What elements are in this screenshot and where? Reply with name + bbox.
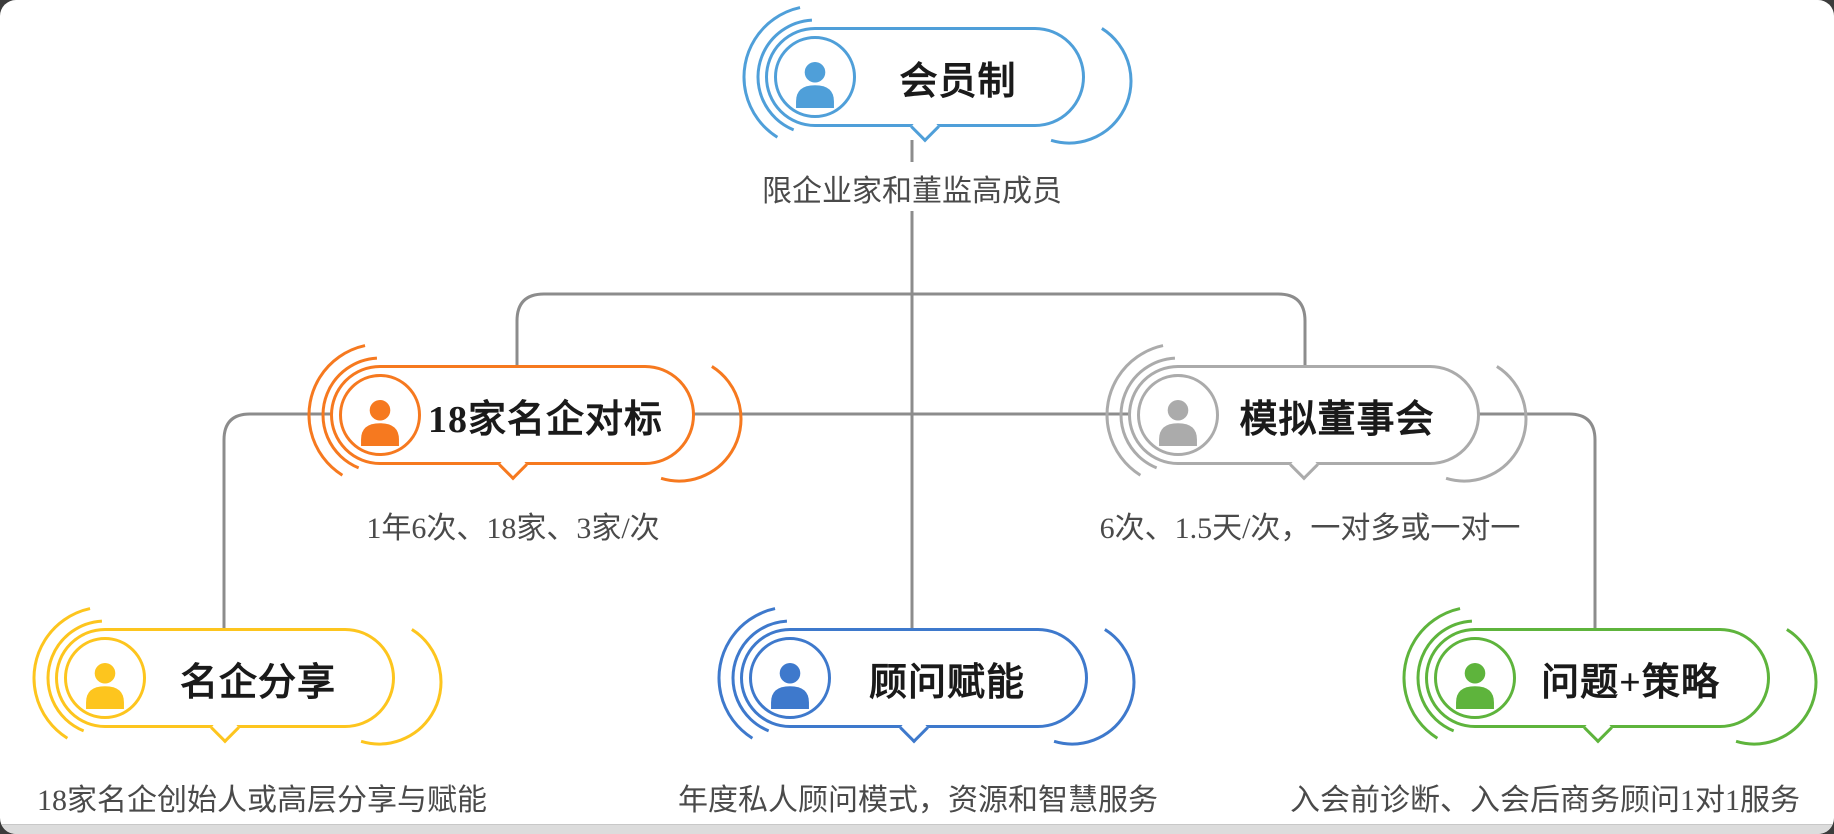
node-pill[interactable]: 问题+策略 bbox=[1425, 628, 1770, 728]
node-subtitle-benchmark: 1年6次、18家、3家/次 bbox=[366, 512, 660, 545]
diagram-node-advisor-empower[interactable]: 顾问赋能 bbox=[717, 605, 1136, 751]
person-icon-circle bbox=[339, 374, 421, 456]
person-icon-circle bbox=[774, 36, 856, 118]
node-subtitle-mock-board: 6次、1.5天/次，一对多或一对一 bbox=[1099, 512, 1521, 545]
node-pill[interactable]: 18家名企对标 bbox=[330, 365, 695, 465]
person-icon bbox=[361, 399, 399, 446]
connector-middle-rail bbox=[222, 412, 1597, 630]
node-title: 会员制 bbox=[899, 60, 1017, 103]
person-icon-circle bbox=[749, 637, 831, 719]
connector-branch-to-middle bbox=[515, 292, 1307, 367]
person-icon bbox=[1456, 662, 1494, 709]
node-title: 名企分享 bbox=[179, 661, 336, 704]
node-subtitle-advisor-empower: 年度私人顾问模式，资源和智慧服务 bbox=[678, 784, 1158, 817]
window-bottom-edge bbox=[0, 824, 1834, 834]
node-title: 顾问赋能 bbox=[868, 661, 1025, 704]
node-title: 18家名企对标 bbox=[427, 398, 663, 441]
node-subtitle-problem-strategy: 入会前诊断、入会后商务顾问1对1服务 bbox=[1290, 784, 1800, 817]
person-icon-circle bbox=[64, 637, 146, 719]
node-title: 模拟董事会 bbox=[1239, 398, 1435, 441]
person-icon bbox=[771, 662, 809, 709]
node-subtitle-famous-share: 18家名企创始人或高层分享与赋能 bbox=[37, 784, 487, 817]
node-subtitle-membership: 限企业家和董监高成员 bbox=[762, 175, 1062, 208]
diagram-node-problem-strategy[interactable]: 问题+策略 bbox=[1402, 605, 1818, 751]
person-icon bbox=[1159, 399, 1197, 446]
diagram-node-benchmark[interactable]: 18家名企对标 bbox=[307, 342, 743, 488]
node-pill[interactable]: 会员制 bbox=[765, 27, 1085, 127]
node-pill[interactable]: 名企分享 bbox=[55, 628, 395, 728]
person-icon bbox=[86, 662, 124, 709]
node-title: 问题+策略 bbox=[1541, 661, 1720, 704]
node-pill[interactable]: 顾问赋能 bbox=[740, 628, 1088, 728]
person-icon bbox=[796, 61, 834, 108]
diagram-node-membership[interactable]: 会员制 bbox=[742, 4, 1133, 150]
diagram-node-mock-board[interactable]: 模拟董事会 bbox=[1105, 342, 1528, 488]
diagram-node-famous-share[interactable]: 名企分享 bbox=[32, 605, 443, 751]
person-icon-circle bbox=[1137, 374, 1219, 456]
person-icon-circle bbox=[1434, 637, 1516, 719]
